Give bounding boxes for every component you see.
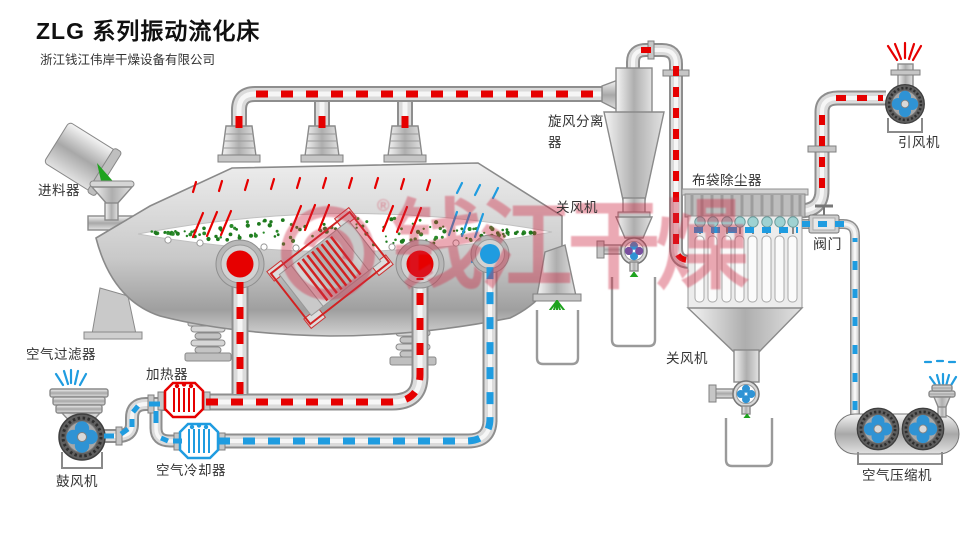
bag-filter-label: 布袋除尘器 [692, 173, 762, 188]
riser-bellows [217, 125, 427, 163]
page-title: ZLG 系列振动流化床 [36, 18, 261, 44]
product-particles [150, 216, 537, 249]
bag-airlock-label: 关风机 [666, 351, 708, 366]
hot-inlet-cap [226, 250, 254, 278]
fluid-bed [83, 162, 582, 366]
company-name: 浙江钱江伟岸干燥设备有限公司 [40, 53, 216, 67]
cold-inlet-cap [480, 244, 500, 264]
product-container [535, 310, 580, 366]
feeder [44, 122, 135, 221]
bag-dust-collector [681, 188, 809, 432]
airlock-motor [714, 388, 734, 399]
filter-bags [694, 235, 798, 303]
cyclone-airlock-label: 关风机 [556, 200, 598, 215]
cyclone-separator [596, 67, 665, 290]
vibration-motor [266, 206, 394, 330]
air-cooler-label: 空气冷却器 [156, 463, 226, 478]
compressor-label: 空气压缩机 [862, 468, 932, 483]
id-fan-label: 引风机 [898, 135, 940, 150]
hot-air-ticks [191, 203, 485, 239]
cyclone-label: 旋风分离 器 [548, 114, 604, 150]
air-filter-label: 空气过滤器 [26, 347, 96, 362]
heater [157, 381, 211, 419]
blower-label: 鼓风机 [56, 474, 98, 489]
hot-inlet-cap [406, 250, 434, 278]
blower-fan [57, 412, 107, 469]
containers [535, 277, 774, 468]
baghouse-container [724, 418, 774, 468]
cyclone-container [610, 277, 657, 348]
induced-draft-fan [884, 41, 926, 133]
valve-label: 阀门 [813, 236, 842, 252]
airlock-motor [602, 244, 622, 255]
top-ticks [191, 176, 500, 200]
air-compressor [834, 359, 960, 465]
exhaust-marks [886, 41, 923, 62]
blower-flow-marks [104, 401, 182, 444]
flow-dashes [104, 47, 883, 445]
heater-label: 加热器 [146, 367, 188, 382]
feeder-label: 进料器 [38, 183, 80, 198]
